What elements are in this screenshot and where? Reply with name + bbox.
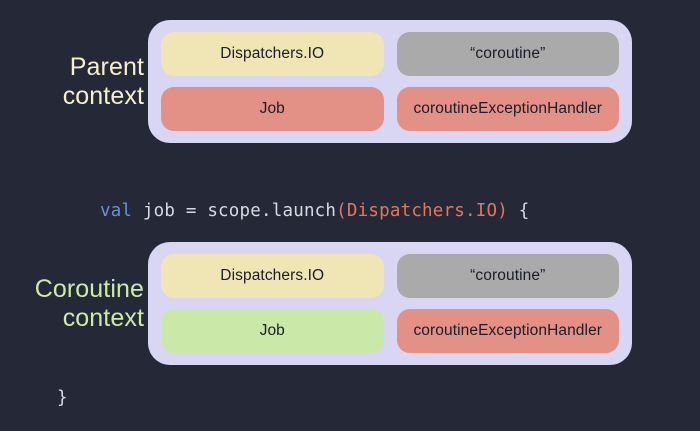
parent-chip-name: “coroutine” — [396, 32, 619, 76]
parent-chip-row-bottom: Job coroutineExceptionHandler — [161, 87, 619, 131]
code-line-launch: val job = scope.launch(Dispatchers.IO) { — [57, 181, 529, 241]
coroutine-chip-exception-handler: coroutineExceptionHandler — [396, 309, 619, 353]
coroutine-context-label: Coroutine context — [34, 274, 144, 332]
parent-context-block: Parent context Dispatchers.IO “coroutine… — [0, 20, 632, 143]
coroutine-context-block: Coroutine context Dispatchers.IO “corout… — [0, 242, 632, 365]
parent-chip-dispatcher: Dispatchers.IO — [161, 32, 384, 76]
parent-chip-exception-handler: coroutineExceptionHandler — [396, 87, 619, 131]
coroutine-context-panel: Dispatchers.IO “coroutine” Job coroutine… — [148, 242, 632, 365]
coroutine-chip-row-bottom: Job coroutineExceptionHandler — [161, 309, 619, 353]
code-token-close-paren: ) — [497, 201, 508, 221]
code-token-open-paren: ( — [336, 201, 347, 221]
coroutine-chip-dispatcher: Dispatchers.IO — [161, 254, 384, 298]
code-line-close-brace: } — [57, 388, 68, 408]
coroutine-chip-job: Job — [161, 309, 384, 353]
parent-chip-job: Job — [161, 87, 384, 131]
code-token-open-brace: { — [507, 201, 530, 221]
parent-context-panel: Dispatchers.IO “coroutine” Job coroutine… — [148, 20, 632, 143]
code-token-middle: job = scope.launch — [132, 201, 337, 221]
parent-context-label: Parent context — [62, 52, 144, 110]
coroutine-chip-row-top: Dispatchers.IO “coroutine” — [161, 254, 619, 298]
parent-chip-row-top: Dispatchers.IO “coroutine” — [161, 32, 619, 76]
code-token-argument: Dispatchers.IO — [346, 201, 498, 221]
coroutine-chip-name: “coroutine” — [396, 254, 619, 298]
code-token-keyword: val — [99, 201, 133, 221]
